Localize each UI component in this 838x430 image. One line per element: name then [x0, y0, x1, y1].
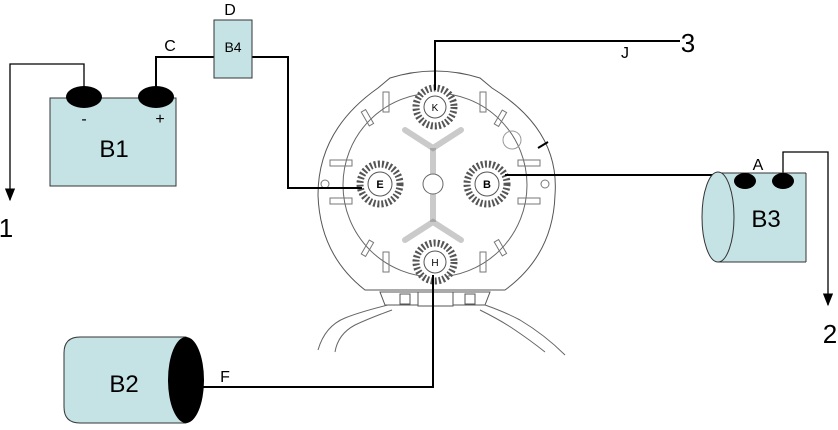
terminal-k-label: K — [432, 103, 439, 114]
terminal-h: H — [412, 239, 458, 285]
terminal-e-label: E — [376, 179, 383, 191]
terminal-e: E — [356, 160, 404, 208]
terminal-h-label: H — [431, 258, 438, 269]
b1-positive-sign: + — [155, 111, 164, 128]
b4-label: B4 — [224, 39, 241, 55]
output-label-1: 1 — [0, 213, 13, 243]
wire-label-d: D — [224, 2, 236, 19]
wires — [4, 40, 834, 388]
wire-f — [200, 275, 434, 388]
b1-negative-terminal — [66, 86, 102, 108]
b4-fuse: B4 — [213, 19, 253, 79]
wire-label-a: A — [753, 157, 764, 174]
wire-output-1 — [4, 63, 85, 202]
terminal-k: K — [412, 84, 458, 130]
pointer-mark — [537, 141, 549, 149]
b2-terminal — [168, 337, 204, 423]
terminal-b: B — [463, 160, 511, 208]
b3-terminal-right — [772, 173, 794, 189]
wire-c — [155, 56, 214, 96]
b1-label: B1 — [99, 136, 128, 163]
b1-battery: - + B1 — [49, 86, 177, 187]
wire-j — [434, 40, 680, 90]
wire-label-f: F — [220, 369, 230, 386]
b1-positive-terminal — [138, 86, 174, 108]
wire-b4-to-e — [252, 56, 362, 189]
motor-housing — [317, 70, 566, 356]
wire-output-2 — [782, 151, 834, 307]
b3-terminal-left — [734, 173, 756, 189]
b1-negative-sign: - — [81, 111, 86, 128]
b2-component: B2 — [63, 336, 204, 424]
b3-component: B3 — [701, 171, 807, 263]
terminal-b-label: B — [483, 179, 491, 191]
output-label-2: 2 — [823, 319, 837, 349]
wire-label-c: C — [164, 38, 176, 55]
wire-label-j: J — [621, 45, 629, 62]
output-label-3: 3 — [681, 28, 695, 58]
b3-label: B3 — [751, 206, 780, 233]
b2-label: B2 — [109, 371, 138, 398]
